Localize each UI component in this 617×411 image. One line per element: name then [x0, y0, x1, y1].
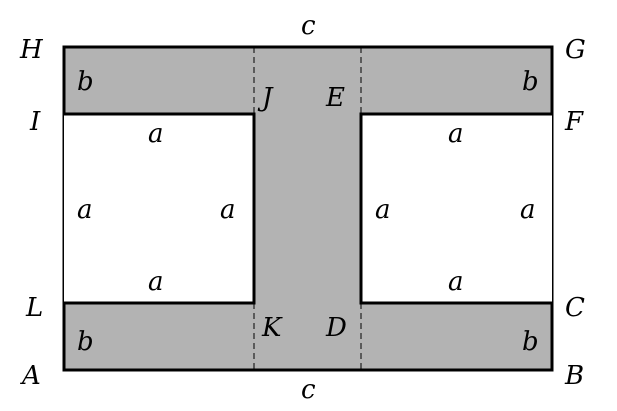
- label-B: B: [564, 361, 584, 391]
- dashed-lines: [253, 47, 362, 370]
- label-L: L: [25, 293, 43, 323]
- label-A: A: [20, 361, 41, 391]
- label-a: a: [148, 119, 164, 149]
- label-C: C: [565, 293, 585, 323]
- label-b-bottom-left: b: [77, 327, 94, 357]
- shaded-region: [64, 47, 552, 370]
- left-square-edges: [64, 112, 256, 305]
- label-a: a: [148, 267, 164, 297]
- label-c-bottom: c: [301, 375, 316, 405]
- right-square-edges: [359, 112, 552, 305]
- label-E: E: [325, 83, 345, 113]
- label-a: a: [448, 119, 464, 149]
- vertex-labels: H G I F L C A B J E K D: [19, 35, 586, 391]
- label-a: a: [520, 195, 536, 225]
- label-I: I: [29, 107, 41, 137]
- label-F: F: [564, 107, 584, 137]
- label-H: H: [19, 35, 44, 65]
- label-c-top: c: [301, 11, 316, 41]
- label-G: G: [565, 35, 586, 65]
- label-D: D: [325, 313, 347, 343]
- label-a: a: [77, 195, 93, 225]
- length-labels: c c b b b b a a a a a a a a: [77, 11, 539, 405]
- label-J: J: [257, 83, 274, 113]
- label-a: a: [448, 267, 464, 297]
- label-b-top-right: b: [522, 67, 539, 97]
- label-a: a: [375, 195, 391, 225]
- label-b-top-left: b: [77, 67, 94, 97]
- label-a: a: [220, 195, 236, 225]
- label-K: K: [261, 313, 283, 343]
- label-b-bottom-right: b: [522, 327, 539, 357]
